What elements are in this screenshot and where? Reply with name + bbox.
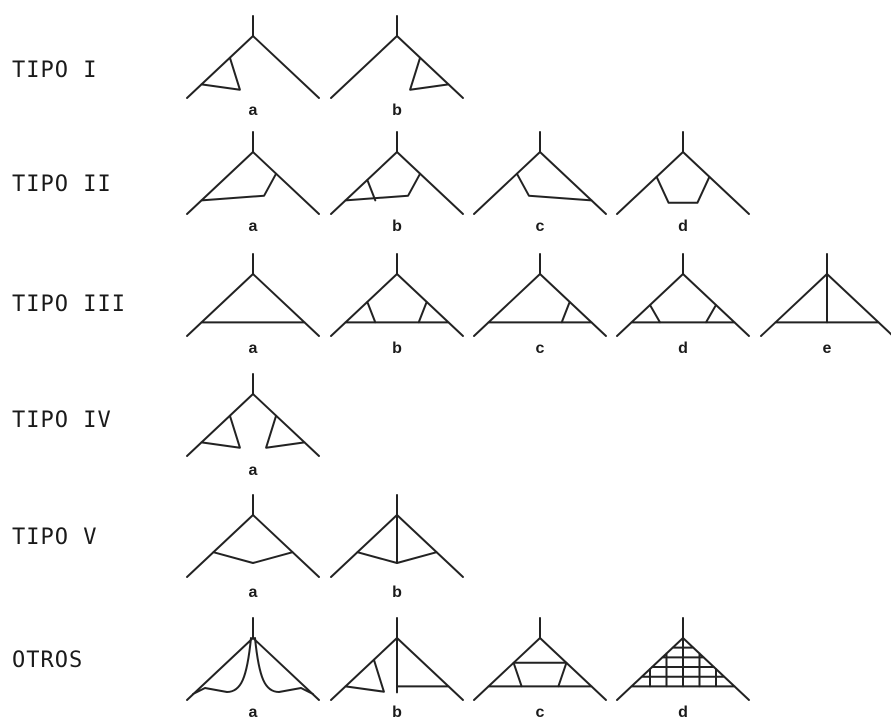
- truss-III-c: [473, 253, 607, 337]
- truss-letter: e: [822, 340, 832, 357]
- type-label: TIPO III: [12, 292, 126, 317]
- truss-O-b: [330, 617, 464, 701]
- truss-letter: b: [392, 102, 402, 119]
- type-label: TIPO I: [12, 58, 98, 83]
- type-label: TIPO V: [12, 525, 98, 550]
- truss-letter: b: [392, 704, 402, 721]
- truss-letter: a: [248, 340, 258, 357]
- truss-letter: d: [678, 704, 688, 721]
- truss-II-a: [186, 131, 320, 215]
- truss-letter: c: [535, 340, 545, 357]
- type-label: OTROS: [12, 648, 84, 673]
- truss-letter: a: [248, 102, 258, 119]
- truss-V-a: [186, 494, 320, 578]
- truss-letter: b: [392, 584, 402, 601]
- truss-letter: a: [248, 218, 258, 235]
- truss-O-c: [473, 617, 607, 701]
- truss-letter: c: [535, 704, 545, 721]
- type-label: TIPO II: [12, 172, 112, 197]
- truss-II-c: [473, 131, 607, 215]
- truss-O-a: [186, 617, 320, 701]
- truss-letter: b: [392, 340, 402, 357]
- truss-V-b: [330, 494, 464, 578]
- truss-letter: b: [392, 218, 402, 235]
- truss-letter: d: [678, 340, 688, 357]
- truss-O-d: [616, 617, 750, 701]
- truss-letter: a: [248, 584, 258, 601]
- truss-III-a: [186, 253, 320, 337]
- truss-II-b: [330, 131, 464, 215]
- truss-letter: d: [678, 218, 688, 235]
- truss-I-a: [186, 15, 320, 99]
- truss-letter: a: [248, 462, 258, 479]
- truss-III-d: [616, 253, 750, 337]
- truss-II-d: [616, 131, 750, 215]
- truss-letter: a: [248, 704, 258, 721]
- truss-I-b: [330, 15, 464, 99]
- truss-letter: c: [535, 218, 545, 235]
- truss-III-e: [760, 253, 891, 337]
- truss-III-b: [330, 253, 464, 337]
- truss-IV-a: [186, 373, 320, 457]
- type-label: TIPO IV: [12, 408, 112, 433]
